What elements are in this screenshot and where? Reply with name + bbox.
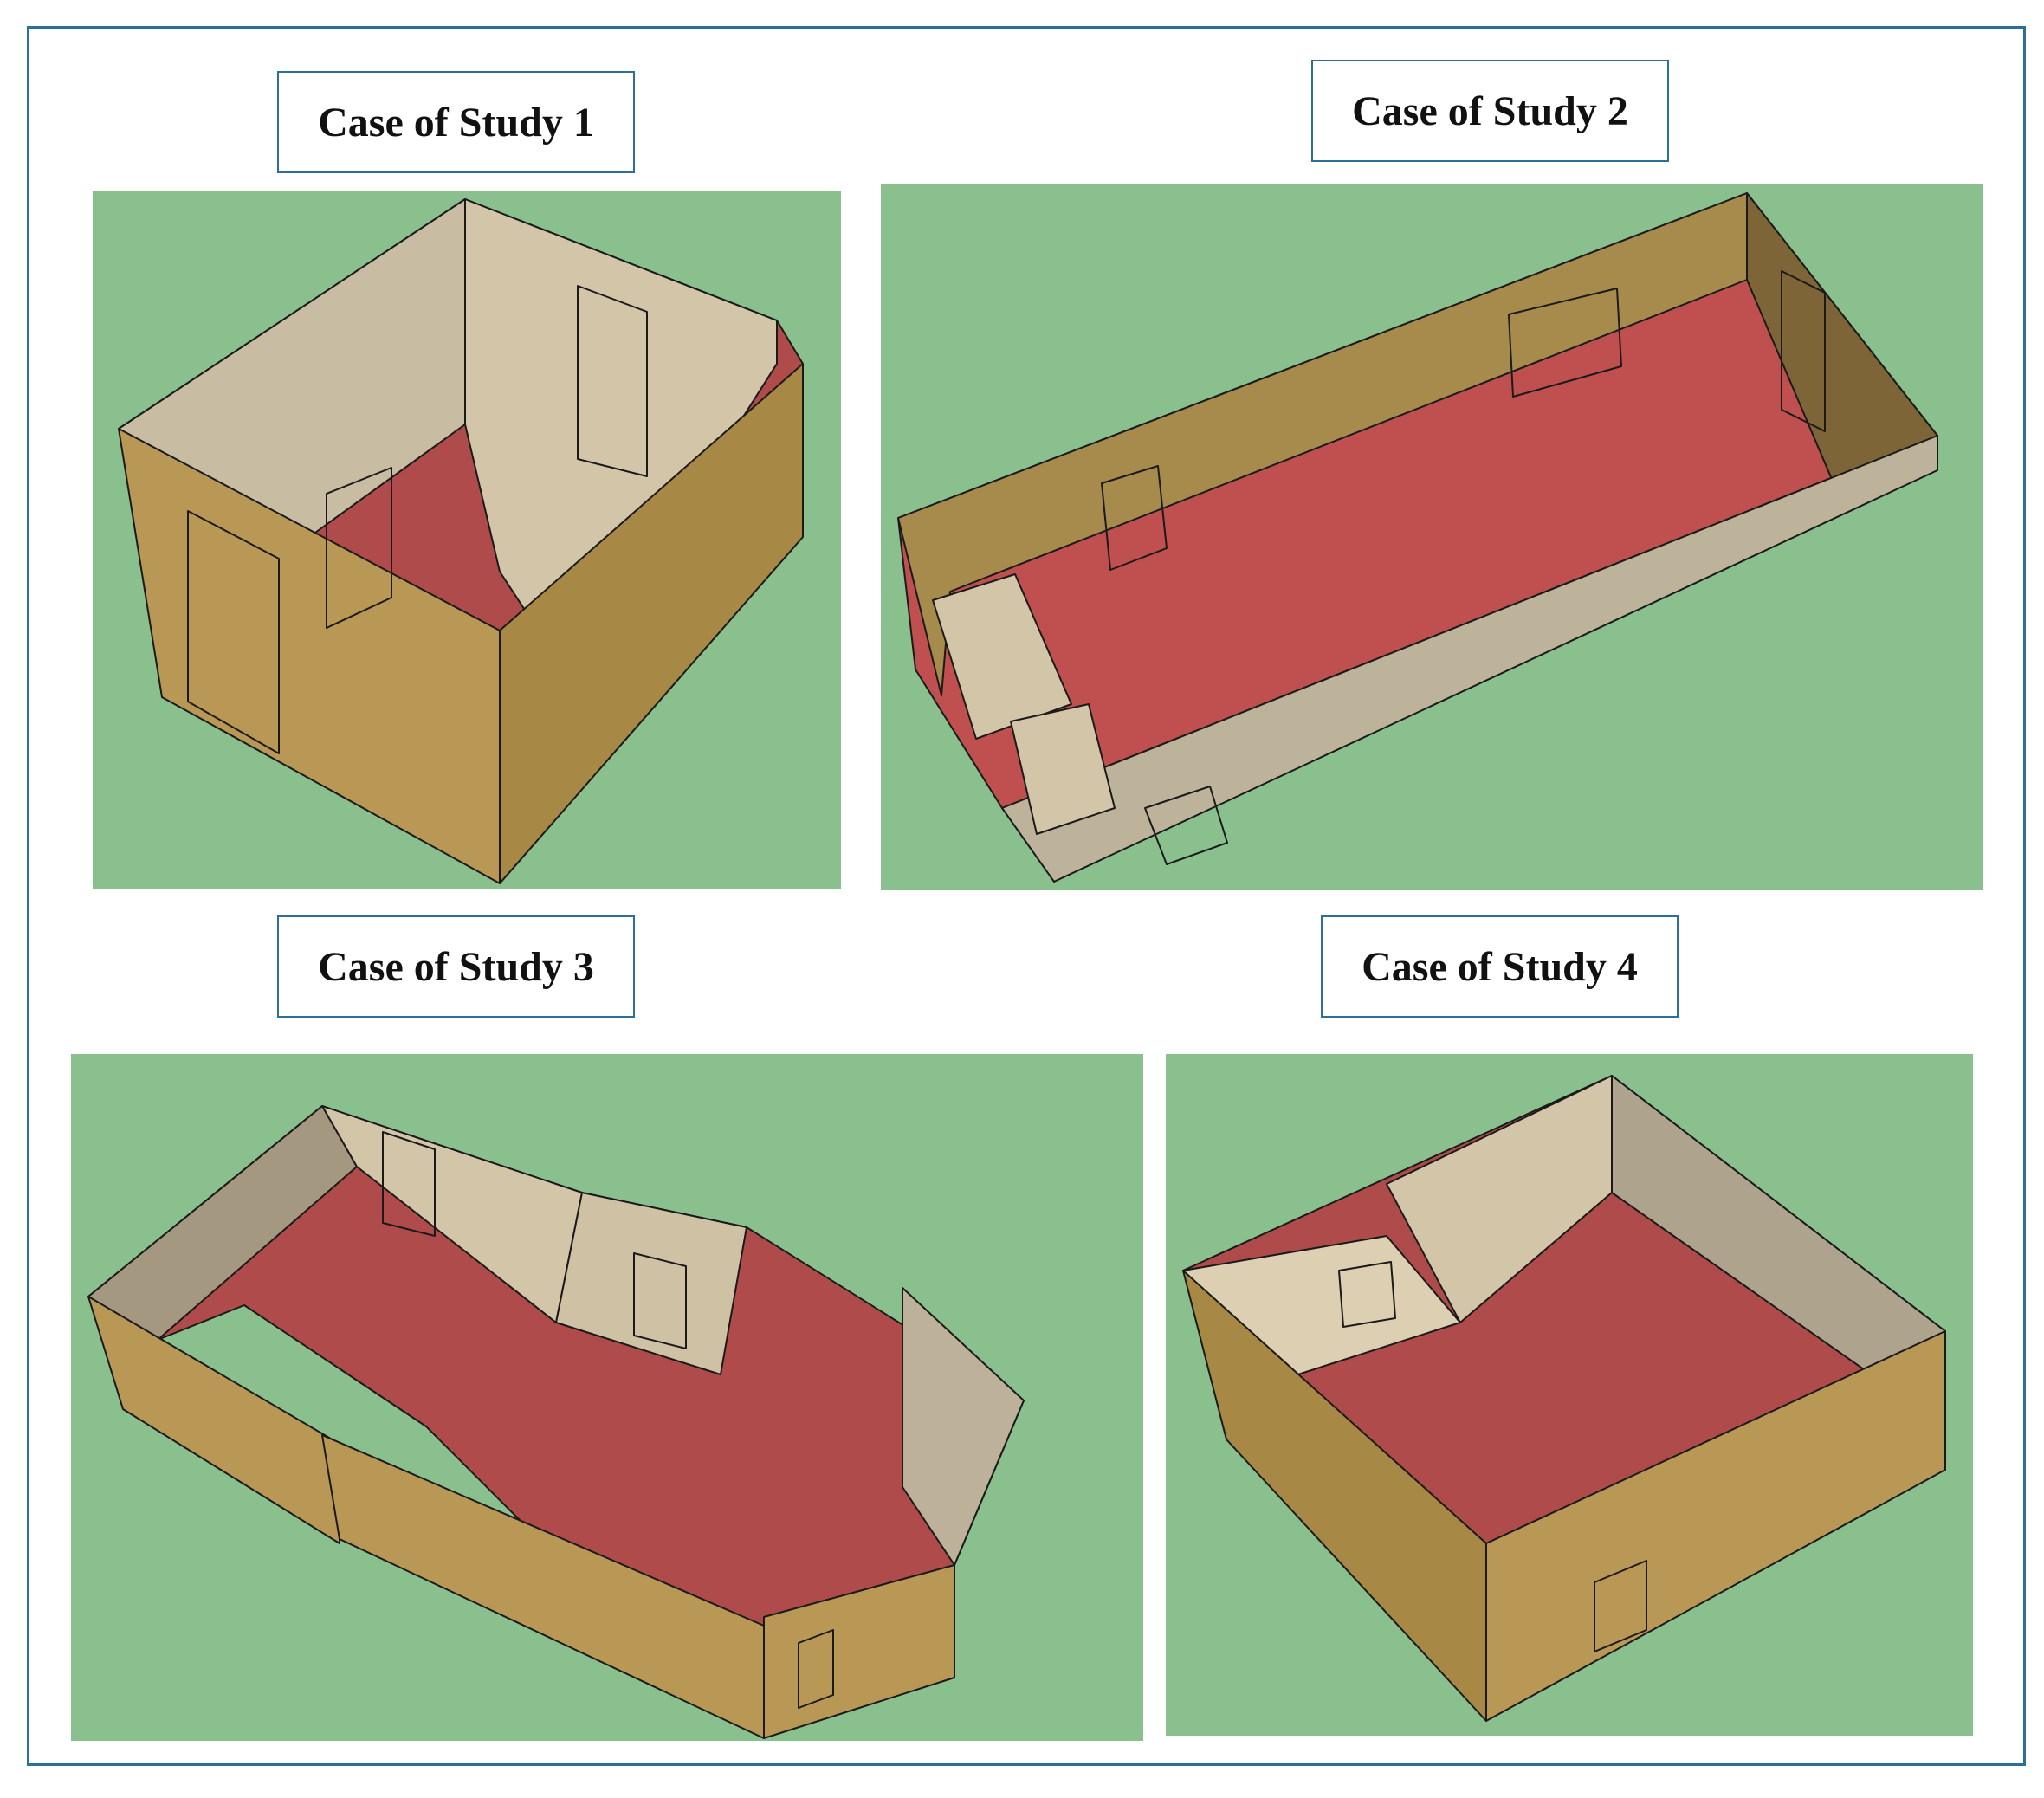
- case-1-door-right: [577, 285, 648, 477]
- case-2-room-model: [897, 192, 1938, 883]
- case-3-label: Case of Study 3: [277, 915, 635, 1018]
- case-2-front-wall: [1001, 435, 1938, 883]
- case-1-model-view: [93, 191, 841, 889]
- case-4-room-model: [1182, 1075, 1946, 1722]
- case-2-door-back-right: [1508, 288, 1622, 398]
- case-3-model-view: [71, 1054, 1143, 1741]
- case-2-door-end: [1781, 270, 1826, 432]
- case-4-model-view: [1166, 1054, 1973, 1736]
- case-4-door-back: [1338, 1261, 1396, 1328]
- case-1-front-right-wall: [499, 363, 804, 884]
- case-1-door-front: [187, 510, 280, 754]
- case-3-door-3: [798, 1629, 834, 1709]
- case-2-door-back-left: [1101, 465, 1168, 571]
- case-3-front-right-wall: [763, 1564, 955, 1739]
- case-4-front-right-wall: [1485, 1330, 1946, 1722]
- case-4-label: Case of Study 4: [1321, 915, 1679, 1018]
- case-3-back-right-wall: [555, 1192, 747, 1375]
- case-2-back-wall: [897, 192, 1748, 696]
- case-4-door-front: [1594, 1560, 1647, 1652]
- case-2-entry-wall-front: [1010, 703, 1116, 835]
- case-1-label: Case of Study 1: [277, 71, 635, 173]
- case-2-door-front: [1144, 786, 1228, 865]
- case-2-model-view: [881, 184, 1983, 890]
- case-2-entry-wall: [932, 573, 1072, 740]
- case-3-room-model: [87, 1105, 1025, 1739]
- case-2-label: Case of Study 2: [1311, 60, 1669, 162]
- case-3-door-1: [382, 1131, 436, 1237]
- case-1-door-back: [326, 467, 392, 629]
- case-3-door-2: [633, 1252, 687, 1349]
- case-1-room-model: [118, 198, 804, 884]
- case-3-front-left-wall: [87, 1296, 340, 1544]
